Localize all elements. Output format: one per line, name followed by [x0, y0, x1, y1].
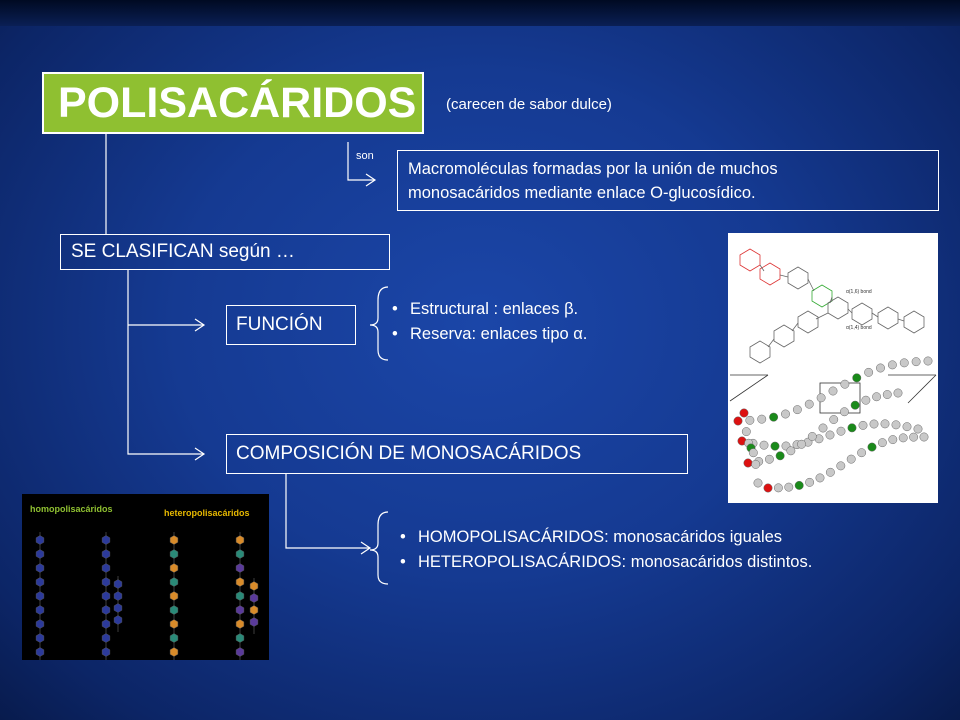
polysaccharide-types-illustration: homopolisacáridos heteropolisacáridos [30, 504, 259, 666]
composicion-box: COMPOSICIÓN DE MONOSACÁRIDOS [226, 434, 688, 474]
bond-label-1: α(1,6) bond [846, 289, 872, 295]
hetero-label: heteropolisacáridos [164, 508, 250, 518]
glucose-bead-chain [733, 356, 933, 493]
bond-label-2: α(1,4) bond [846, 325, 872, 331]
structure-illustration: α(1,6) bond α(1,4) bond [729, 248, 937, 493]
funcion-list: Estructural : enlaces β. Reserva: enlace… [392, 297, 587, 347]
monomer-chains [35, 532, 259, 666]
composicion-item: HETEROPOLISACÁRIDOS: monosacáridos disti… [400, 550, 812, 575]
funcion-item: Reserva: enlaces tipo α. [392, 322, 587, 347]
funcion-box: FUNCIÓN [226, 305, 356, 345]
composicion-item: HOMOPOLISACÁRIDOS: monosacáridos iguales [400, 525, 812, 550]
polysaccharide-structure-image: α(1,6) bond α(1,4) bond [728, 233, 938, 503]
top-bar [0, 0, 960, 26]
title-box: POLISACÁRIDOS [42, 72, 424, 134]
son-label: son [356, 150, 374, 162]
funcion-item: Estructural : enlaces β. [392, 297, 587, 322]
classify-box: SE CLASIFICAN según … [60, 234, 390, 270]
definition-line-1: Macromoléculas formadas por la unión de … [408, 160, 778, 178]
polysaccharide-types-image: homopolisacáridos heteropolisacáridos [22, 494, 269, 666]
composicion-list: HOMOPOLISACÁRIDOS: monosacáridos iguales… [400, 525, 812, 575]
definition-line-2: monosacáridos mediante enlace O-glucosíd… [408, 184, 756, 202]
definition-box: Macromoléculas formadas por la unión de … [397, 150, 939, 211]
homo-label: homopolisacáridos [30, 504, 113, 514]
note-text: (carecen de sabor dulce) [446, 96, 612, 113]
